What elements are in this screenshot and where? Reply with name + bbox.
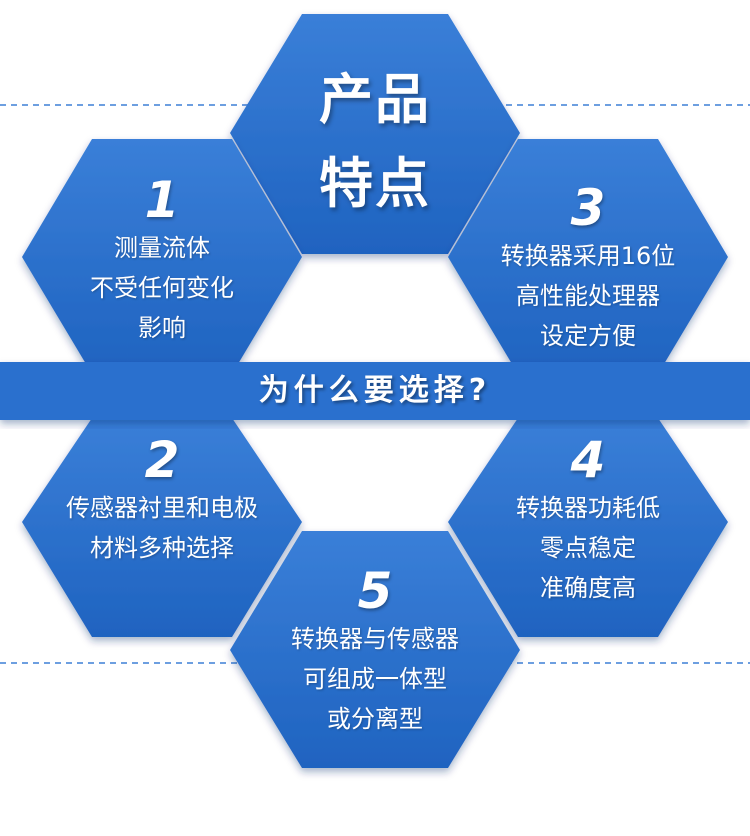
banner-band [0,362,750,420]
hexagon-feature-4 [448,418,728,637]
feature-1: 1 测量流体 不受任何变化 影响 [22,172,302,348]
hexagon-feature-3 [448,139,728,374]
feature-3: 3 转换器采用16位 高性能处理器 设定方便 [448,180,728,356]
feature-text-line: 或分离型 [327,705,423,733]
feature-text-line: 传感器衬里和电极 [66,494,258,522]
hexagon-title [230,14,520,254]
feature-text-line: 转换器与传感器 [291,625,459,653]
feature-text-line: 准确度高 [540,574,636,602]
feature-number: 4 [570,431,606,489]
feature-text-line: 高性能处理器 [516,282,660,310]
title-line-1: 产品 [319,68,431,131]
hexagon-feature-1 [22,139,302,374]
title-block: 产品 特点 [260,58,490,226]
feature-text-line: 不受任何变化 [90,274,234,302]
feature-text-line: 设定方便 [540,322,636,350]
feature-text-line: 转换器采用16位 [500,242,676,270]
feature-number: 2 [144,431,180,489]
feature-number: 1 [144,171,180,229]
feature-text-line: 影响 [138,314,186,342]
feature-5: 5 转换器与传感器 可组成一体型 或分离型 [240,563,510,739]
feature-4: 4 转换器功耗低 零点稳定 准确度高 [448,432,728,608]
feature-number: 5 [357,562,393,620]
feature-text-line: 可组成一体型 [303,665,447,693]
banner-title: 为什么要选择? [258,373,492,408]
feature-text-line: 转换器功耗低 [516,494,660,522]
feature-text-line: 材料多种选择 [90,534,234,562]
title-line-2: 特点 [319,152,431,215]
feature-number: 3 [570,179,606,237]
feature-2: 2 传感器衬里和电极 材料多种选择 [22,432,302,568]
hexagon-feature-5 [230,531,520,768]
feature-text-line: 测量流体 [114,234,210,262]
feature-text-line: 零点稳定 [540,534,636,562]
hexagon-feature-2 [22,418,302,637]
